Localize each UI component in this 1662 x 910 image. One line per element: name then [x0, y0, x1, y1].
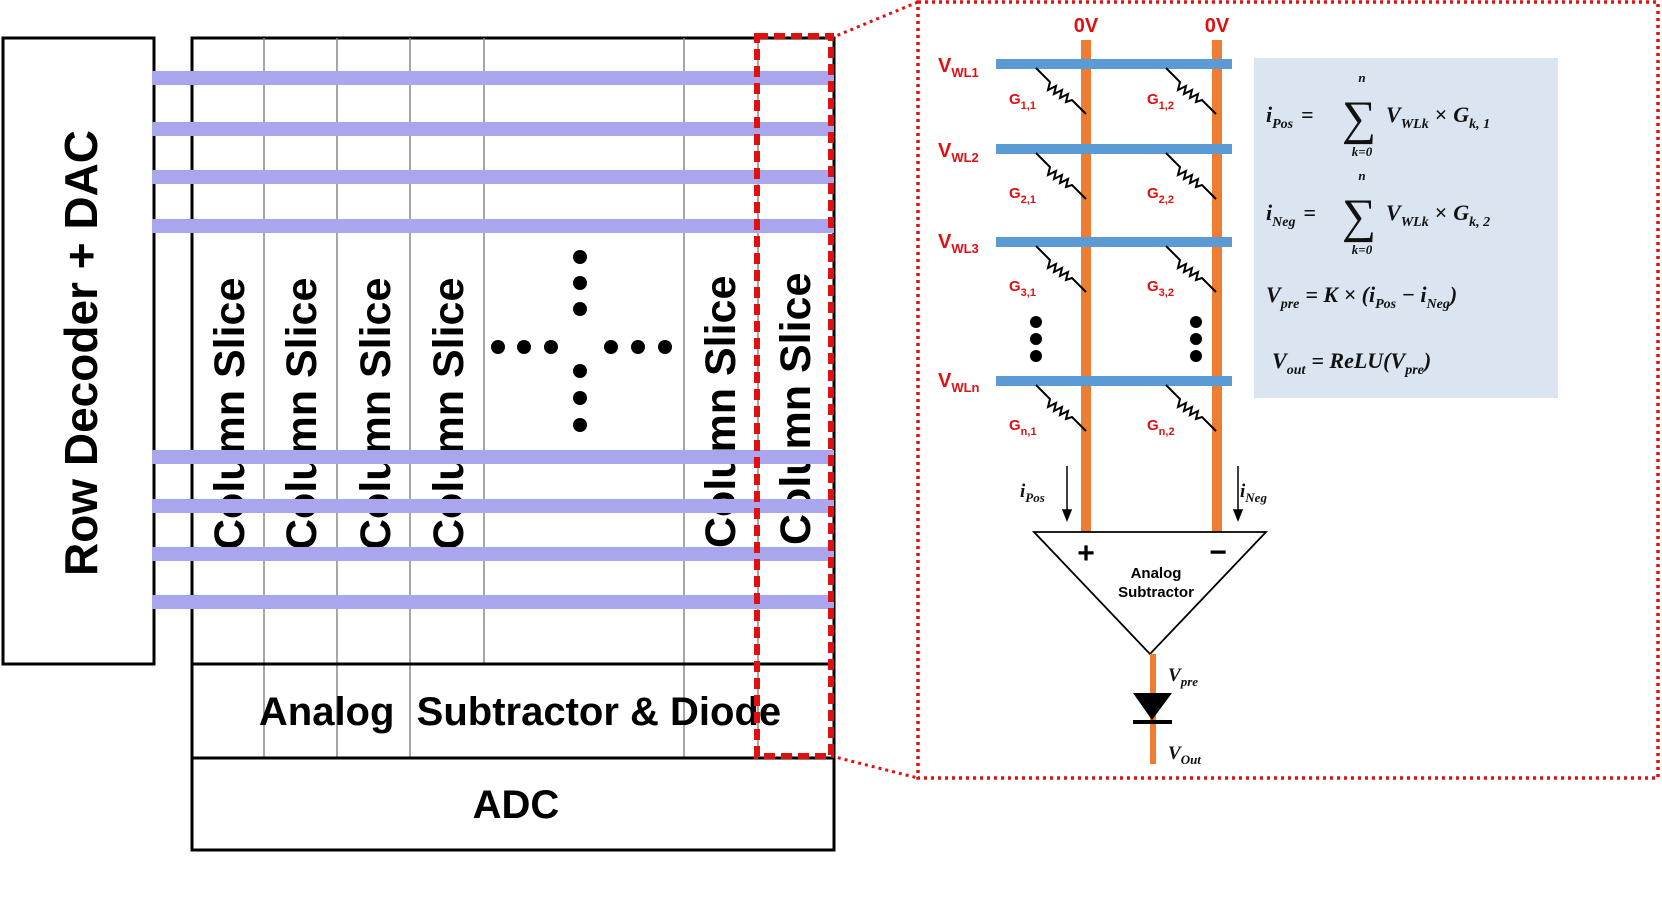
svg-text:VWLk×Gk, 2: VWLk×Gk, 2	[1386, 200, 1490, 230]
bitline-voltage-2: 0V	[1205, 15, 1230, 37]
svg-text:k=0: k=0	[1352, 144, 1373, 159]
v-out-label: VOut	[1168, 743, 1201, 767]
svg-text:n: n	[1358, 168, 1365, 183]
svg-text:∑: ∑	[1342, 92, 1376, 145]
v-pre-label: Vpre	[1168, 665, 1198, 689]
subtractor-label-1: Analog	[1131, 565, 1182, 582]
equation-i-pos: iPos= ∑ n k=0 VWLk×Gk, 1	[1266, 70, 1490, 159]
subtractor-diode-label: Analog Subtractor & Diode	[259, 690, 781, 734]
ellipsis-dots	[491, 250, 672, 432]
conductance-gn1: Gn,1	[1009, 417, 1037, 438]
row-decoder-label: Row Decoder + DAC	[55, 130, 107, 576]
conductance-g31: G3,1	[1009, 278, 1036, 299]
detail-wordlines	[996, 59, 1232, 386]
conductance-g12: G1,2	[1147, 91, 1174, 112]
svg-text:iNeg=: iNeg=	[1266, 200, 1316, 230]
conductance-g32: G3,2	[1147, 278, 1174, 299]
conductance-labels: G1,1 G2,1 G3,1 Gn,1 G1,2 G2,2 G3,2 Gn,2	[1009, 91, 1175, 438]
wordline-label-3: VWL3	[938, 231, 979, 256]
bitline-positive	[1081, 40, 1091, 532]
subtractor-label-2: Subtractor	[1118, 584, 1194, 601]
diode-icon	[1133, 693, 1172, 720]
detail-panel: 0V 0V VWL1 VWL2 VWL3 VWLn	[916, 0, 1660, 780]
zoom-connectors	[830, 0, 919, 780]
svg-text:∑: ∑	[1342, 190, 1376, 243]
conductance-gn2: Gn,2	[1147, 417, 1175, 438]
detail-ellipsis	[1030, 316, 1202, 362]
svg-text:VWLk×Gk, 1: VWLk×Gk, 1	[1386, 102, 1490, 132]
subtractor-triangle	[1031, 531, 1269, 656]
current-arrows	[1061, 466, 1244, 523]
svg-text:n: n	[1358, 70, 1365, 85]
crossbar-array: Row Decoder + DAC Column Slice Column Sl…	[1, 33, 836, 852]
bitline-negative	[1212, 40, 1222, 532]
minus-sign: −	[1209, 536, 1227, 569]
i-pos-label: iPos	[1020, 481, 1045, 505]
equation-v-pre: Vpre= K × (iPos − iNeg)	[1266, 282, 1457, 312]
adc-block	[190, 756, 836, 852]
conductance-g21: G2,1	[1009, 185, 1036, 206]
equations-box	[1254, 58, 1558, 398]
equation-i-neg: iNeg= ∑ n k=0 VWLk×Gk, 2	[1266, 168, 1490, 257]
wordline-label-n: VWLn	[938, 370, 980, 395]
conductance-g22: G2,2	[1147, 185, 1174, 206]
conductance-g11: G1,1	[1009, 91, 1036, 112]
equation-v-out: Vout= ReLU(Vpre)	[1272, 348, 1431, 378]
highlighted-column	[754, 33, 834, 759]
diode-bar	[1133, 720, 1172, 724]
adc-label: ADC	[473, 783, 560, 827]
svg-text:iPos=: iPos=	[1266, 102, 1314, 132]
svg-text:k=0: k=0	[1352, 242, 1373, 257]
wordline-label-1: VWL1	[938, 55, 979, 80]
bitline-voltage-1: 0V	[1074, 15, 1099, 37]
plus-sign: +	[1077, 537, 1095, 570]
wordlines	[152, 71, 834, 609]
i-neg-label: iNeg	[1240, 481, 1267, 505]
wordline-label-2: VWL2	[938, 140, 979, 165]
row-decoder-box	[1, 36, 156, 666]
